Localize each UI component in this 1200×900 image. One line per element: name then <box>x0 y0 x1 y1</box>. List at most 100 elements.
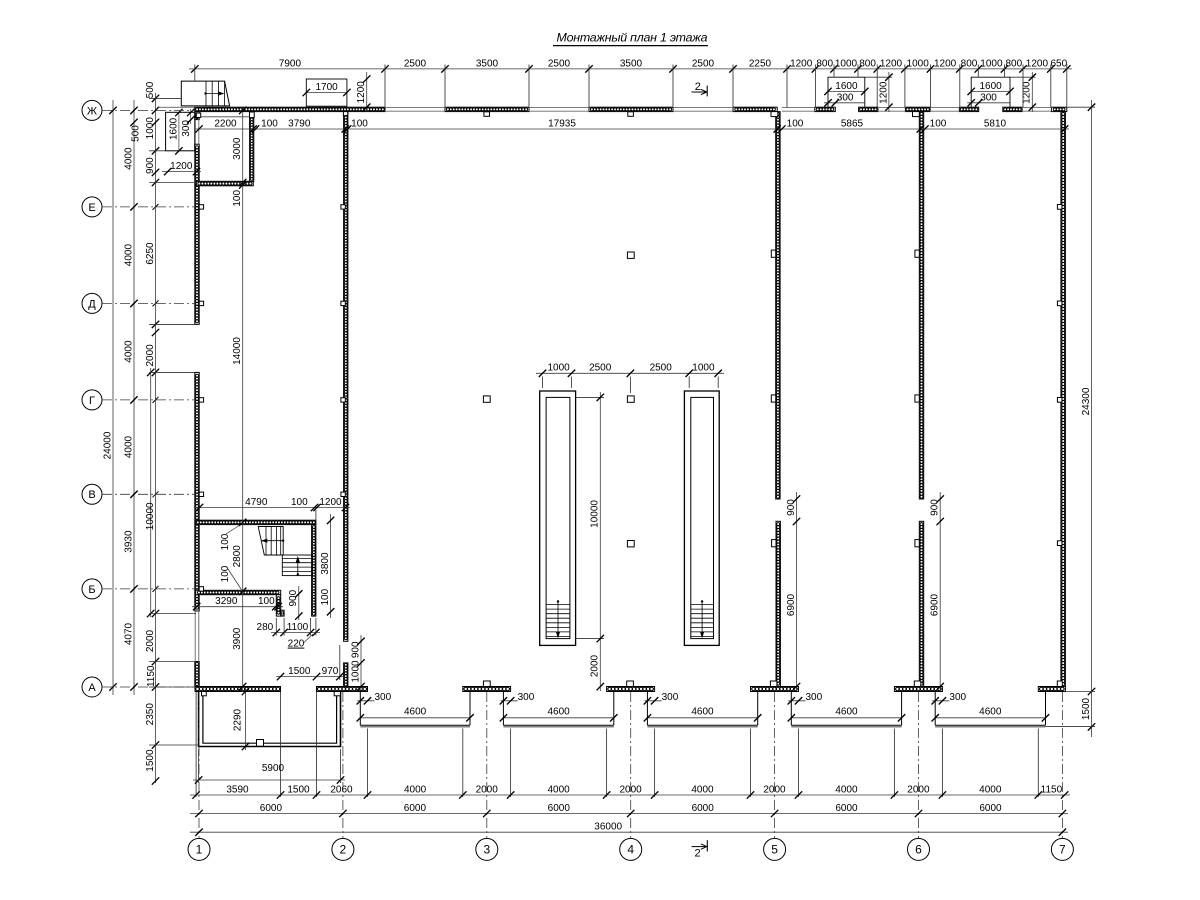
svg-text:2: 2 <box>340 843 347 857</box>
svg-text:24300: 24300 <box>1081 387 1092 415</box>
svg-text:1000: 1000 <box>547 363 570 374</box>
svg-text:900: 900 <box>288 589 299 606</box>
svg-text:6000: 6000 <box>692 803 715 814</box>
svg-text:900: 900 <box>350 641 361 658</box>
svg-text:3500: 3500 <box>476 58 499 69</box>
svg-text:4000: 4000 <box>404 784 427 795</box>
svg-text:1150: 1150 <box>1041 784 1063 795</box>
svg-text:3500: 3500 <box>620 58 643 69</box>
svg-text:1200: 1200 <box>934 58 957 69</box>
svg-text:2500: 2500 <box>692 58 715 69</box>
svg-text:Монтажный план 1 этажа: Монтажный план 1 этажа <box>557 31 708 45</box>
svg-text:900: 900 <box>145 157 156 174</box>
svg-text:1200: 1200 <box>1026 58 1049 69</box>
svg-text:17935: 17935 <box>548 118 576 129</box>
svg-text:Ж: Ж <box>87 105 97 117</box>
svg-text:6000: 6000 <box>404 803 427 814</box>
svg-text:10000: 10000 <box>590 500 601 528</box>
svg-text:3800: 3800 <box>320 552 331 575</box>
svg-text:3000: 3000 <box>232 137 243 160</box>
svg-text:3: 3 <box>483 843 490 857</box>
svg-text:4600: 4600 <box>547 707 570 718</box>
svg-text:10000: 10000 <box>145 502 156 530</box>
svg-text:300: 300 <box>662 692 679 703</box>
svg-text:2000: 2000 <box>590 654 601 677</box>
svg-text:4600: 4600 <box>835 707 858 718</box>
svg-text:1200: 1200 <box>319 497 342 508</box>
svg-text:3790: 3790 <box>288 118 311 129</box>
svg-text:1200: 1200 <box>356 81 367 104</box>
svg-text:24000: 24000 <box>102 431 113 459</box>
svg-text:300: 300 <box>181 120 192 137</box>
svg-text:1200: 1200 <box>1022 81 1033 104</box>
svg-text:4000: 4000 <box>123 147 134 170</box>
svg-text:2800: 2800 <box>232 545 243 568</box>
svg-text:4600: 4600 <box>979 707 1002 718</box>
svg-text:1100: 1100 <box>287 622 309 633</box>
svg-text:220: 220 <box>288 639 305 650</box>
svg-text:4070: 4070 <box>123 622 134 645</box>
svg-text:А: А <box>88 682 96 694</box>
svg-text:2200: 2200 <box>214 118 237 129</box>
svg-text:4000: 4000 <box>123 340 134 363</box>
svg-text:5900: 5900 <box>262 763 285 774</box>
svg-text:2500: 2500 <box>650 363 673 374</box>
svg-text:4600: 4600 <box>691 707 714 718</box>
svg-text:300: 300 <box>980 93 997 104</box>
svg-text:800: 800 <box>859 58 876 69</box>
svg-text:1500: 1500 <box>288 666 311 677</box>
svg-text:1200: 1200 <box>170 161 193 172</box>
svg-text:В: В <box>88 489 95 501</box>
svg-text:1500: 1500 <box>145 749 156 772</box>
svg-text:300: 300 <box>375 692 392 703</box>
svg-text:Б: Б <box>88 584 95 596</box>
svg-text:2250: 2250 <box>749 58 772 69</box>
svg-text:2: 2 <box>695 848 701 860</box>
svg-text:6000: 6000 <box>548 803 571 814</box>
svg-text:14000: 14000 <box>232 337 243 365</box>
svg-text:3930: 3930 <box>123 530 134 553</box>
svg-text:5865: 5865 <box>841 118 864 129</box>
svg-text:1150: 1150 <box>146 665 157 687</box>
svg-text:4000: 4000 <box>691 784 714 795</box>
svg-text:6900: 6900 <box>786 593 797 616</box>
svg-text:4000: 4000 <box>123 435 134 458</box>
svg-text:2500: 2500 <box>589 363 612 374</box>
svg-text:2: 2 <box>695 81 701 93</box>
svg-text:1500: 1500 <box>1081 697 1092 720</box>
svg-text:2000: 2000 <box>145 629 156 652</box>
svg-text:100: 100 <box>232 190 243 207</box>
svg-text:800: 800 <box>816 58 833 69</box>
svg-text:2290: 2290 <box>233 708 244 731</box>
svg-text:6: 6 <box>915 843 922 857</box>
svg-text:6000: 6000 <box>835 803 858 814</box>
svg-text:800: 800 <box>961 58 978 69</box>
svg-text:970: 970 <box>322 666 339 677</box>
svg-text:1200: 1200 <box>790 58 813 69</box>
svg-text:2060: 2060 <box>330 784 353 795</box>
svg-text:1600: 1600 <box>835 81 858 92</box>
svg-text:4790: 4790 <box>245 497 268 508</box>
svg-text:500: 500 <box>145 81 156 98</box>
svg-text:2350: 2350 <box>145 703 156 726</box>
svg-text:1000: 1000 <box>835 58 858 69</box>
svg-text:4000: 4000 <box>547 784 570 795</box>
svg-text:2000: 2000 <box>907 784 930 795</box>
svg-text:7: 7 <box>1059 843 1066 857</box>
svg-text:900: 900 <box>786 499 797 516</box>
svg-text:4000: 4000 <box>979 784 1002 795</box>
svg-text:100: 100 <box>291 497 308 508</box>
svg-text:36000: 36000 <box>594 822 622 833</box>
svg-text:100: 100 <box>220 565 231 582</box>
svg-text:900: 900 <box>930 499 941 516</box>
svg-text:100: 100 <box>258 596 275 607</box>
svg-text:300: 300 <box>949 692 966 703</box>
svg-text:Д: Д <box>88 298 96 310</box>
svg-text:1600: 1600 <box>169 117 180 140</box>
svg-text:2500: 2500 <box>404 58 427 69</box>
svg-text:6250: 6250 <box>145 242 156 265</box>
svg-text:7900: 7900 <box>279 58 302 69</box>
svg-text:1500: 1500 <box>287 784 310 795</box>
svg-text:5810: 5810 <box>984 118 1007 129</box>
svg-text:300: 300 <box>806 692 823 703</box>
